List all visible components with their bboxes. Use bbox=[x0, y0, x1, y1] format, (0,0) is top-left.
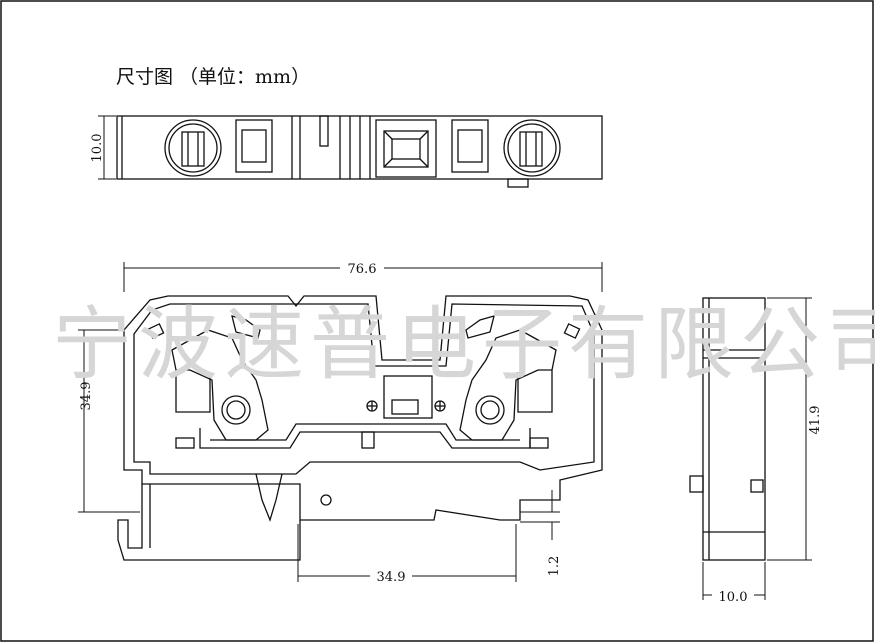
front-view bbox=[117, 295, 603, 561]
left-height-label: 34.9 bbox=[79, 382, 94, 411]
left-height-dim bbox=[78, 329, 140, 513]
side-view bbox=[689, 297, 766, 561]
overall-width-label: 76.6 bbox=[348, 262, 377, 277]
rail-offset-dim bbox=[520, 490, 560, 540]
drawing-title: 尺寸图 （单位：mm） bbox=[116, 66, 311, 88]
bottom-width-dim bbox=[297, 524, 517, 582]
top-height-dim bbox=[98, 115, 116, 180]
side-width-label: 10.0 bbox=[719, 590, 748, 605]
rail-offset-label: 1.2 bbox=[547, 556, 562, 577]
side-width-dim bbox=[702, 562, 766, 600]
side-height-label: 41.9 bbox=[808, 406, 823, 435]
top-view bbox=[116, 115, 603, 188]
top-height-label: 10.0 bbox=[90, 134, 105, 163]
bottom-width-label: 34.9 bbox=[377, 570, 406, 585]
overall-width-dim bbox=[123, 262, 603, 292]
side-height-dim bbox=[767, 297, 812, 561]
